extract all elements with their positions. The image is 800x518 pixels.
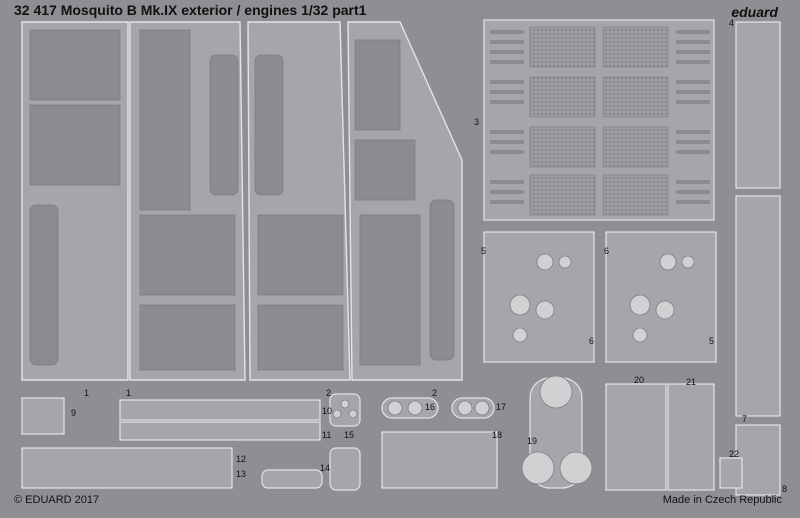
part-number: 10 (322, 406, 333, 416)
part-number: 17 (496, 402, 507, 412)
part-number: 21 (686, 377, 697, 387)
part-12-13 (21, 447, 233, 489)
part-number: 6 (589, 336, 595, 346)
origin-text: Made in Czech Republic (662, 494, 782, 506)
part-14b (329, 447, 361, 491)
eduard-logo: eduard (731, 4, 778, 20)
part-number: 5 (481, 246, 487, 256)
grille-frame (483, 19, 715, 221)
part-15 (329, 393, 361, 427)
part-number: 9 (71, 408, 77, 418)
plate-part-6 (605, 231, 717, 363)
part-18 (381, 431, 498, 489)
part-number: 13 (236, 469, 247, 479)
part-number: 15 (344, 430, 355, 440)
part-number: 5 (709, 336, 715, 346)
part-number: 7 (742, 414, 748, 424)
part-22 (719, 457, 743, 489)
plate-part-5 (483, 231, 595, 363)
part-number: 11 (322, 430, 332, 440)
part-21 (667, 383, 715, 491)
part-11 (119, 421, 321, 441)
part-number: 1 (126, 388, 132, 398)
part-number: 1 (84, 388, 90, 398)
part-20 (605, 383, 667, 491)
part-14 (261, 469, 323, 489)
part-number: 12 (236, 454, 247, 464)
part-number: 19 (527, 436, 538, 446)
part-number: 2 (432, 388, 438, 398)
part-10 (119, 399, 321, 421)
part-number: 4 (729, 18, 735, 28)
copyright-text: © EDUARD 2017 (14, 494, 100, 506)
part-number: 16 (425, 402, 436, 412)
part-number: 14 (320, 463, 331, 473)
rail-part-7 (735, 195, 781, 417)
part-number: 8 (782, 484, 788, 494)
part-number: 18 (492, 430, 503, 440)
part-number: 20 (634, 375, 645, 385)
part-9 (21, 397, 65, 435)
fret-title: 32 417 Mosquito B Mk.IX exterior / engin… (14, 2, 367, 18)
part-number: 22 (729, 449, 740, 459)
part-number: 2 (326, 388, 332, 398)
part-number: 6 (604, 246, 610, 256)
strip-part-4 (735, 21, 781, 189)
part-number: 3 (474, 117, 480, 127)
